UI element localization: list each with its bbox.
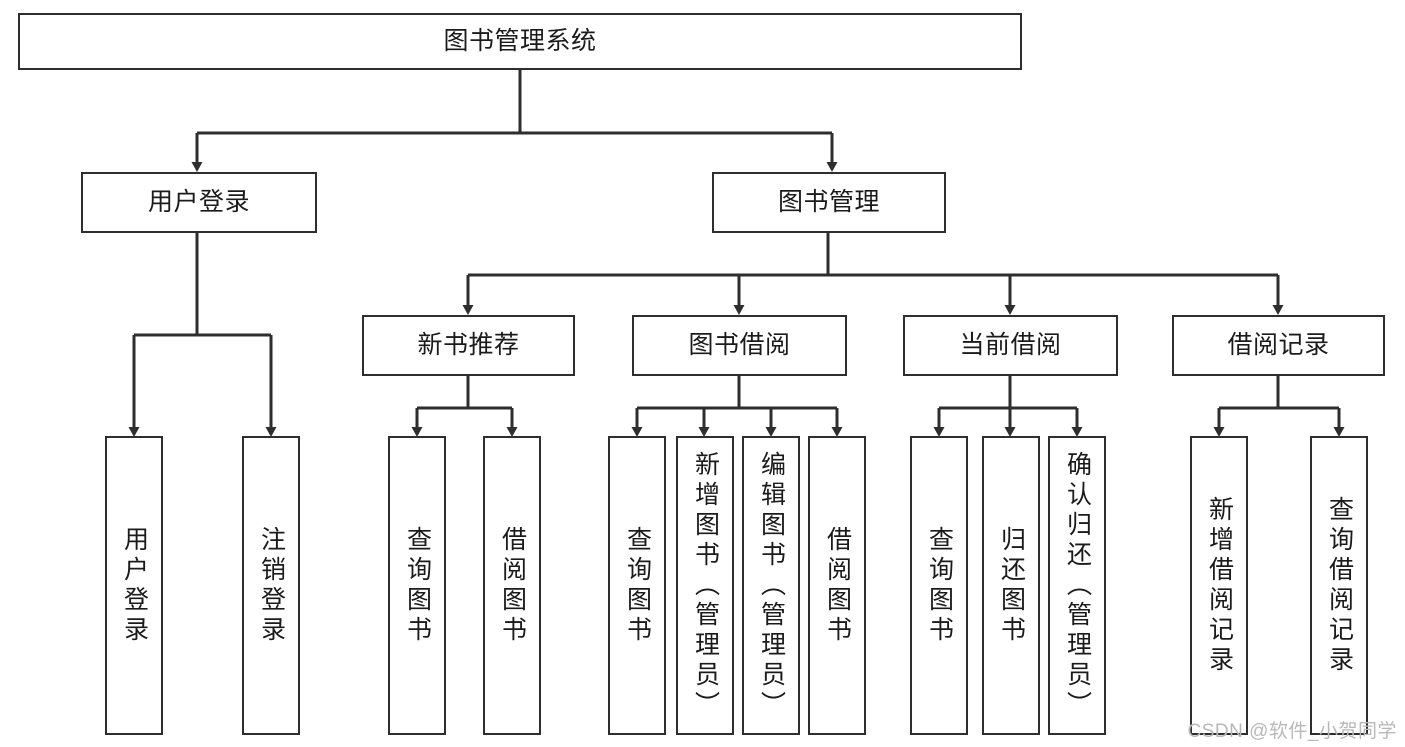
leaf-borrow-borrow-book[interactable]: 借阅图书 [808, 436, 866, 735]
node-label: 借阅图书 [498, 525, 527, 646]
leaf-current-return-book[interactable]: 归还图书 [982, 436, 1040, 735]
node-label: 新书推荐 [417, 331, 520, 359]
node-borrow-record[interactable]: 借阅记录 [1172, 315, 1385, 376]
leaf-current-confirm-return-admin[interactable]: 确认归还（管理员） [1048, 436, 1106, 735]
leaf-borrow-query-book[interactable]: 查询图书 [608, 436, 666, 735]
node-book-borrow[interactable]: 图书借阅 [632, 315, 847, 376]
node-label: 查询图书 [925, 525, 954, 646]
node-label: 图书管理系统 [443, 27, 597, 55]
node-label: 用户登录 [120, 525, 149, 646]
node-label: 查询图书 [403, 525, 432, 646]
leaf-borrow-add-book-admin[interactable]: 新增图书（管理员） [676, 436, 734, 735]
node-label: 用户登录 [147, 188, 250, 216]
node-label: 图书管理 [777, 188, 880, 216]
leaf-recommend-query-book[interactable]: 查询图书 [388, 436, 446, 735]
node-label: 当前借阅 [959, 331, 1062, 359]
leaf-borrow-edit-book-admin[interactable]: 编辑图书（管理员） [742, 436, 800, 735]
node-label: 图书借阅 [688, 331, 791, 359]
node-label: 借阅记录 [1227, 331, 1330, 359]
node-book-management[interactable]: 图书管理 [712, 172, 946, 233]
leaf-record-query-record[interactable]: 查询借阅记录 [1310, 436, 1368, 735]
node-new-book-recommend[interactable]: 新书推荐 [362, 315, 575, 376]
node-label: 编辑图书（管理员） [757, 450, 786, 721]
node-label: 归还图书 [997, 525, 1026, 646]
leaf-recommend-borrow-book[interactable]: 借阅图书 [483, 436, 541, 735]
node-label: 新增图书（管理员） [691, 450, 720, 721]
leaf-user-login-login[interactable]: 用户登录 [105, 436, 163, 735]
node-label: 借阅图书 [823, 525, 852, 646]
leaf-user-login-logout[interactable]: 注销登录 [242, 436, 300, 735]
node-label: 新增借阅记录 [1205, 495, 1234, 676]
node-label: 查询图书 [623, 525, 652, 646]
leaf-record-add-record[interactable]: 新增借阅记录 [1190, 436, 1248, 735]
node-label: 查询借阅记录 [1325, 495, 1354, 676]
watermark-text: CSDN @软件_小贺同学 [1187, 721, 1397, 742]
node-label: 确认归还（管理员） [1063, 450, 1092, 721]
leaf-current-query-book[interactable]: 查询图书 [910, 436, 968, 735]
node-user-login[interactable]: 用户登录 [81, 172, 317, 233]
node-current-borrow[interactable]: 当前借阅 [903, 315, 1118, 376]
node-label: 注销登录 [257, 525, 286, 646]
node-root-system[interactable]: 图书管理系统 [18, 13, 1022, 70]
